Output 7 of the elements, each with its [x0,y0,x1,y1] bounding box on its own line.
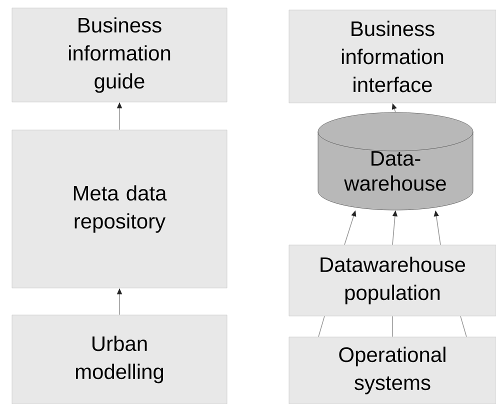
process-box: Business information guide [12,8,228,102]
process-box: Operational systems [288,336,496,404]
process-box: Datawarehouse population [288,244,496,316]
process-box: Meta data repository [12,130,228,288]
process-box: Urban modelling [12,314,228,404]
cylinder-database: Data-warehouse [318,112,474,210]
process-box: Business information interface [288,10,496,104]
